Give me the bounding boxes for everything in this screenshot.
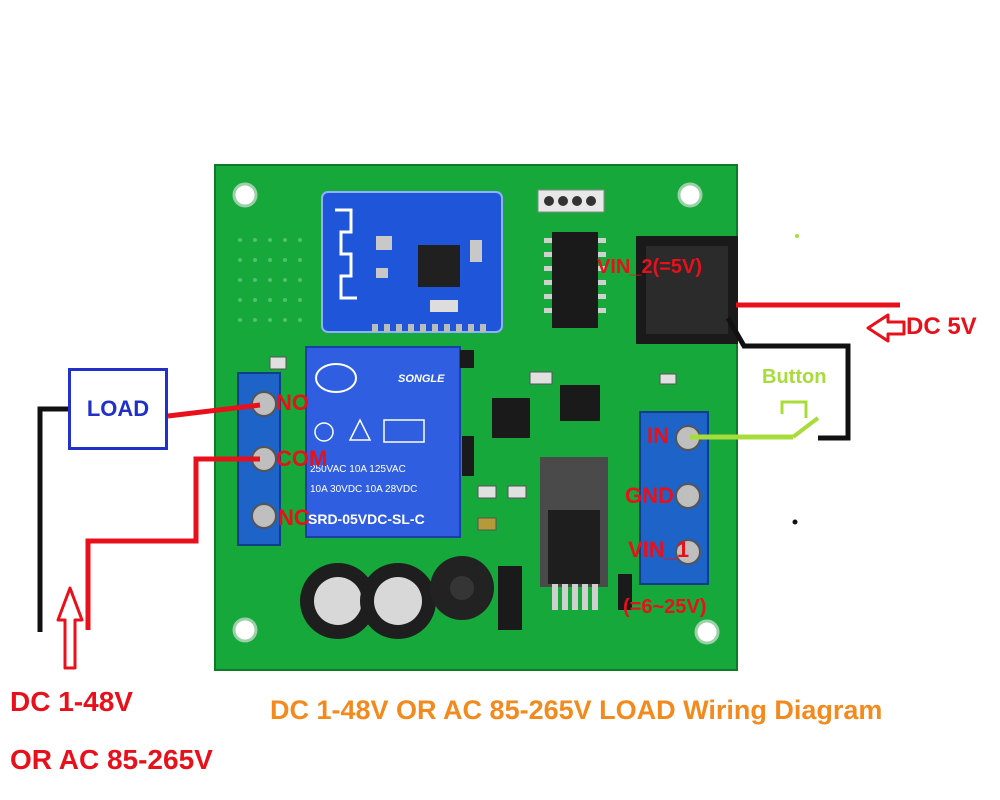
label-gnd: GND	[625, 483, 674, 508]
wire-com	[85, 456, 260, 630]
label-dc5v: DC 5V	[906, 313, 977, 340]
mounting-hole	[232, 617, 258, 643]
wire-load-to-no	[167, 402, 261, 419]
label-com: COM	[276, 446, 328, 471]
label-vin1: VIN_1	[628, 537, 690, 562]
pin-header	[537, 189, 605, 213]
button-switch	[791, 416, 820, 439]
wire-dc5v-ground	[725, 316, 851, 441]
dot	[795, 234, 799, 238]
caption: DC 1-48V OR AC 85-265V LOAD Wiring Diagr…	[270, 695, 883, 725]
ic-chip	[544, 232, 606, 328]
dc5v-arrow	[866, 313, 906, 343]
relay-rating-2: 10A 30VDC 10A 28VDC	[310, 484, 417, 495]
dc-power-jack	[636, 236, 738, 344]
label-dc-input-1: DC 1-48V	[10, 686, 133, 717]
dot	[792, 519, 798, 525]
label-vin1-range: (=6~25V)	[623, 596, 707, 618]
relay-model: SRD-05VDC-SL-C	[308, 511, 425, 527]
button-actuator	[780, 400, 808, 418]
label-no: NO	[276, 390, 309, 415]
inductor	[430, 556, 494, 620]
input-arrow	[56, 586, 84, 670]
label-vin2: VIN_2(=5V)	[597, 256, 703, 278]
bluetooth-module	[321, 191, 503, 333]
voltage-regulator	[540, 457, 608, 610]
label-nc: NC	[278, 505, 310, 530]
label-dc-input-2: OR AC 85-265V	[10, 744, 213, 775]
diode	[498, 566, 522, 630]
load-box: LOAD	[68, 368, 168, 450]
relay: SONGLE 250VAC 10A 125VAC 10A 30VDC 10A 2…	[305, 346, 461, 538]
load-label: LOAD	[86, 396, 150, 421]
wire-load-return	[37, 406, 68, 632]
mounting-hole	[232, 182, 258, 208]
mounting-hole	[694, 619, 720, 645]
relay-brand: SONGLE	[398, 373, 445, 385]
electrolytic-capacitor	[360, 563, 436, 639]
label-button: Button	[762, 366, 827, 388]
smd-components	[269, 350, 677, 610]
mounting-hole	[677, 182, 703, 208]
wires	[37, 302, 900, 632]
label-in: IN	[647, 423, 669, 448]
relay-rating-1: 250VAC 10A 125VAC	[310, 464, 406, 475]
electrolytic-capacitor	[300, 563, 376, 639]
